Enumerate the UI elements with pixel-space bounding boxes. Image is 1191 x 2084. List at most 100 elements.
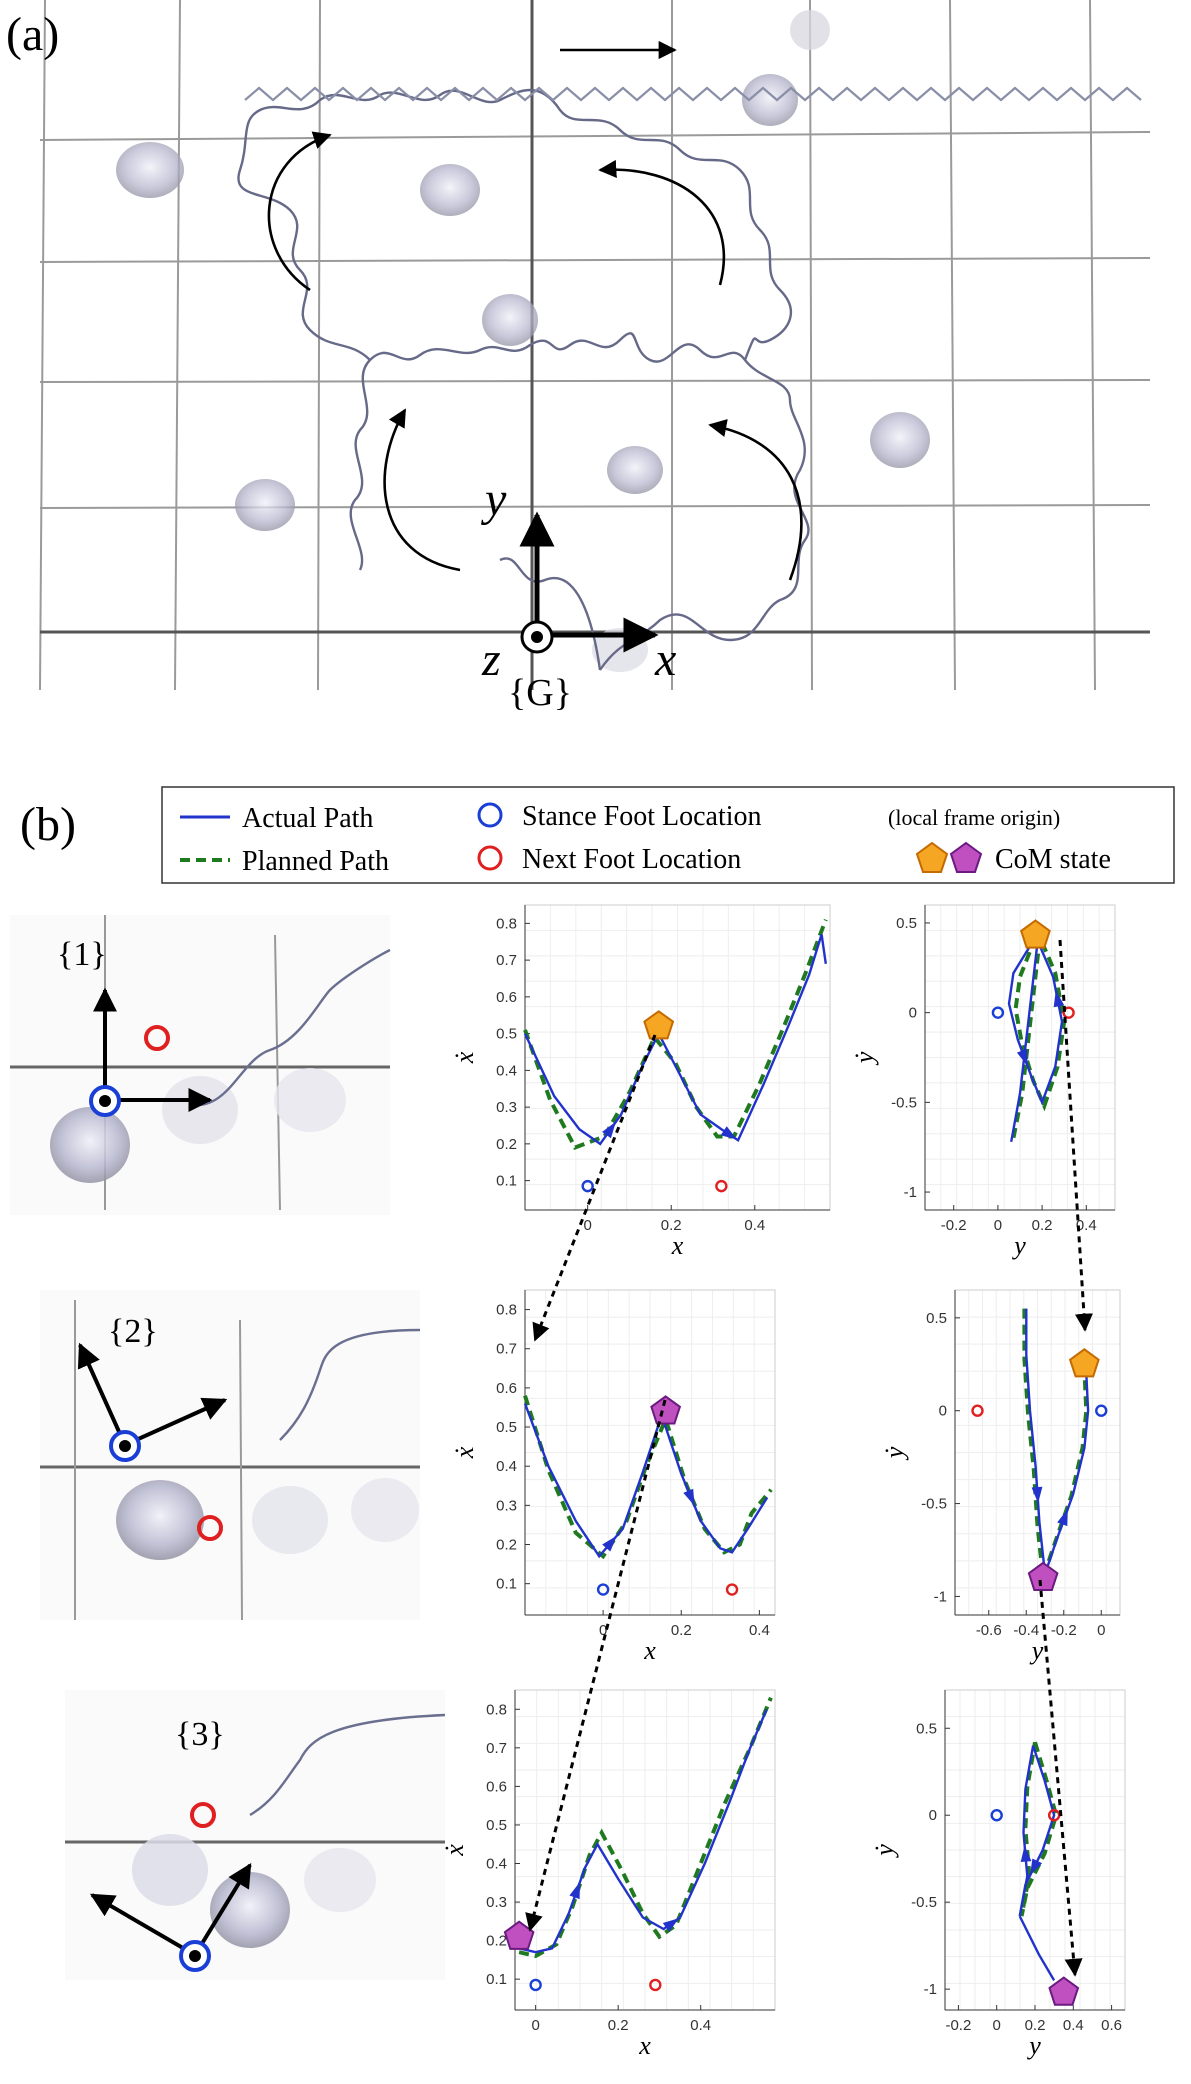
com-state-marker [503,1920,535,1950]
robot-snapshots [116,10,930,672]
floor-grid [39,0,1151,691]
planned-path-line [1022,1308,1089,1579]
com-state-marker [1048,1976,1080,2006]
com-state-marker [1068,1348,1100,1378]
y-axis-label: ẏ [870,1844,899,1859]
x-tick-label: 0 [1097,1622,1105,1639]
stance-foot-marker [596,1583,610,1596]
y-tick-label: 0 [929,1807,937,1824]
panel-a-label: (a) [6,8,59,61]
x-tick-label: 0.4 [749,1622,770,1639]
next-foot-marker [1047,1809,1061,1822]
x-axis-label: x [671,1231,684,1260]
y-axis-label: ẋ [440,1844,469,1857]
stance-foot-marker [990,1809,1003,1822]
legend-com: CoM state [995,844,1111,875]
com-state-marker [1027,1561,1059,1591]
legend-stance: Stance Foot Location [522,801,762,832]
x-tick-label: 0 [994,1217,1002,1234]
planned-path-line [1019,1741,1059,1917]
com-state-marker [650,1395,682,1425]
global-frame [519,511,659,654]
y-tick-label: -1 [934,1588,947,1605]
com-state-marker [1020,919,1051,949]
y-tick-label: 0.7 [496,952,517,969]
x-tick-label: 0 [583,1217,591,1234]
direction-arrowhead [683,1488,695,1506]
legend-com-orange-icon [915,841,949,873]
y-tick-label: 0.5 [496,1026,517,1043]
direction-arrowhead [1030,1858,1043,1876]
stance-foot-marker [581,1179,594,1193]
next-foot-marker [971,1404,984,1417]
transition-arrows [525,939,1093,1977]
snapshot-1: {1} [10,915,391,1215]
y-tick-label: 0.3 [486,1894,507,1911]
x-tick-label: -0.4 [1013,1622,1039,1639]
x-tick-label: 0.2 [1025,2017,1046,2034]
x-axis-label: x [638,2031,651,2060]
direction-arrowhead [602,1535,617,1552]
y-tick-label: 0.5 [896,915,917,932]
y-tick-label: 0.8 [486,1701,507,1718]
next-foot-marker [649,1978,662,1992]
y-tick-label: -1 [904,1184,917,1201]
y-tick-label: -0.5 [921,1496,947,1513]
x-tick-label: -0.2 [941,1217,967,1234]
legend-actual: Actual Path [242,803,373,834]
x-axis-label: x [643,1636,656,1665]
global-axis-x-label: x [654,633,676,686]
x-tick-label: 0.4 [1076,1217,1097,1234]
x-tick-label: 0.4 [690,2017,711,2034]
y-tick-label: 0.4 [486,1855,507,1872]
actual-path-line [1007,936,1064,1143]
y-tick-label: 0 [939,1403,947,1420]
stance-foot-marker [1095,1404,1108,1417]
y-tick-label: 0.2 [486,1933,507,1950]
y-tick-label: 0.1 [486,1971,507,1988]
frame-1-label: {1} [57,936,107,973]
panel-b-label: (b) [20,798,76,851]
x-axis-label: y [1026,2031,1041,2060]
actual-path-line [1018,1915,1056,1982]
direction-arrowhead [1053,990,1065,1008]
y-tick-label: 0.7 [496,1341,517,1358]
y-tick-label: 0.6 [486,1778,507,1795]
next-foot-marker [1062,1006,1075,1019]
y-tick-label: 0.3 [496,1099,517,1116]
actual-path-line [523,934,827,1146]
x-tick-label: -0.2 [945,2017,971,2034]
global-axis-z-label: z [481,633,501,686]
y-tick-label: 0.5 [926,1310,947,1327]
y-axis-label: ẋ [450,1051,479,1064]
legend-planned: Planned Path [242,846,389,877]
y-tick-label: 0.1 [496,1576,517,1593]
snapshot-3: {3} [65,1690,446,1980]
legend-next: Next Foot Location [522,844,741,875]
panel-a: (a) y x z {G} [6,0,1151,714]
direction-arrowhead [1020,1845,1032,1862]
x-axis-label: y [1029,1636,1044,1665]
global-frame-label: {G} [508,672,572,714]
direction-arrowhead [720,1126,738,1140]
direction-arrowhead [1031,1486,1043,1504]
stance-foot-marker [529,1978,542,1992]
x-tick-label: -0.2 [1051,1622,1077,1639]
direction-arrowhead [602,1121,616,1139]
x-tick-label: 0 [993,2017,1001,2034]
planned-path-line [523,918,828,1150]
y-tick-label: 0.2 [496,1537,517,1554]
y-axis-label: ẋ [450,1446,479,1459]
x-tick-label: 0.2 [1032,1217,1053,1234]
y-tick-label: 0.8 [496,1302,517,1319]
x-axis-label: y [1011,1231,1026,1260]
snapshot-2: {2} [40,1290,421,1621]
y-tick-label: -0.5 [891,1094,917,1111]
y-tick-label: 0.4 [496,1062,517,1079]
y-tick-label: 0.5 [496,1419,517,1436]
